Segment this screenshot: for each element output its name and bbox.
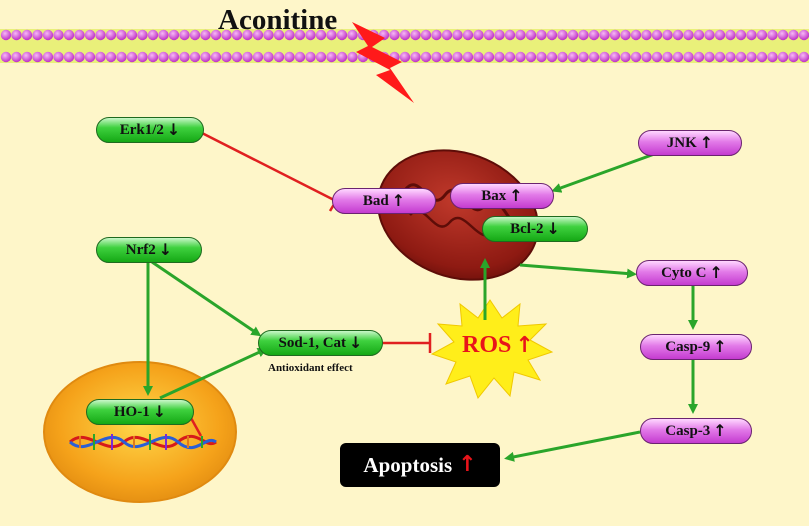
up-arrow-icon: ↑ [713, 421, 727, 440]
bax-node: Bax ↑ [450, 183, 554, 209]
erk-node: Erk1/2 ↓ [96, 117, 204, 143]
cell-membrane [0, 29, 809, 63]
up-arrow-icon: ↑ [699, 133, 714, 152]
apoptosis-box: Apoptosis ↑ [340, 443, 500, 487]
bcl2-label: Bcl-2 [510, 220, 544, 237]
cyto-c-label: Cyto C [661, 264, 707, 281]
up-arrow-icon: ↑ [458, 452, 477, 477]
down-arrow-icon: ↓ [546, 219, 560, 238]
sod-cat-label: Sod-1, Cat [278, 334, 347, 351]
down-arrow-icon: ↓ [152, 402, 167, 421]
ros-starburst [430, 299, 554, 400]
mitochondrion [377, 149, 539, 281]
up-arrow-icon: ↑ [515, 332, 534, 358]
up-arrow-icon: ↑ [709, 263, 723, 282]
bad-label: Bad [362, 192, 389, 209]
down-arrow-icon: ↓ [349, 333, 363, 352]
casp3-node: Casp-3 ↑ [640, 418, 752, 444]
nucleus [43, 361, 237, 503]
casp9-node: Casp-9 ↑ [640, 334, 752, 360]
down-arrow-icon: ↓ [166, 120, 181, 139]
down-arrow-icon: ↓ [158, 240, 173, 259]
apoptosis-label: Apoptosis [363, 452, 453, 477]
casp3-label: Casp-3 [665, 422, 711, 439]
nrf2-node: Nrf2 ↓ [96, 237, 202, 263]
page-title: Aconitine [218, 4, 338, 36]
ros-label: ROS ↑ [462, 332, 534, 359]
ros-text: ROS [462, 332, 512, 358]
bad-node: Bad ↑ [332, 188, 436, 214]
lightning-bolt-icon [352, 22, 414, 103]
erk-label: Erk1/2 [119, 121, 164, 138]
antioxidant-caption: Antioxidant effect [268, 362, 353, 374]
ho1-label: HO-1 [113, 403, 150, 420]
bax-label: Bax [481, 187, 507, 204]
activation-arrows [143, 150, 698, 462]
cyto-c-node: Cyto C ↑ [636, 260, 748, 286]
nrf2-label: Nrf2 [125, 241, 156, 258]
sod-cat-node: Sod-1, Cat ↓ [258, 330, 383, 356]
up-arrow-icon: ↑ [713, 337, 727, 356]
ho1-node: HO-1 ↓ [86, 399, 194, 425]
up-arrow-icon: ↑ [509, 186, 523, 205]
casp9-label: Casp-9 [665, 338, 711, 355]
dna-helix-icon [69, 434, 217, 450]
up-arrow-icon: ↑ [391, 191, 406, 210]
jnk-node: JNK ↑ [638, 130, 742, 156]
jnk-label: JNK [666, 134, 697, 151]
bcl2-node: Bcl-2 ↓ [482, 216, 588, 242]
